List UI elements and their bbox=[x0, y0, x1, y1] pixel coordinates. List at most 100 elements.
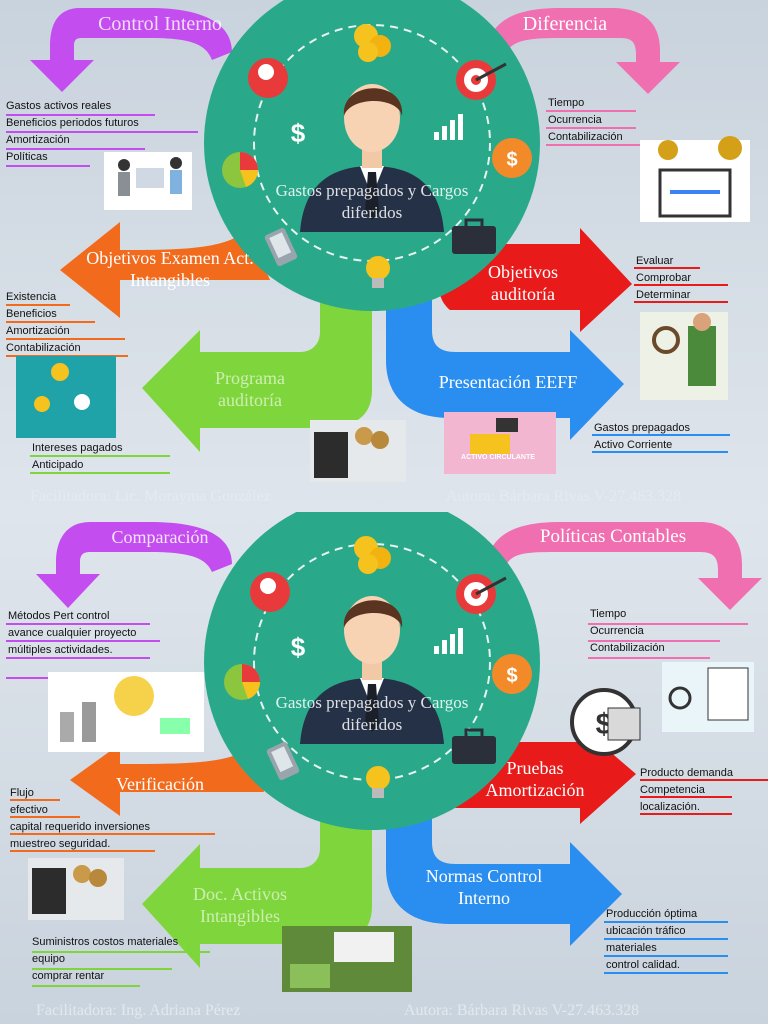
note-item: Tiempo bbox=[590, 608, 627, 620]
arrow-normas-control bbox=[386, 804, 622, 946]
arrow-presentacion-eeff bbox=[386, 292, 624, 440]
center-title: Gastos prepagados y Cargos diferidos bbox=[275, 693, 469, 735]
note-item: Amortización bbox=[6, 325, 70, 337]
note-item: Amortización bbox=[6, 134, 70, 146]
note-item: Gastos prepagados bbox=[594, 422, 691, 434]
dollar-bubble-icon: $ bbox=[492, 138, 532, 178]
top-diagram-graphics: $ $ bbox=[6, 0, 742, 482]
notes-control-interno: Gastos activos reales Beneficios periodo… bbox=[6, 98, 139, 166]
note-item: comprar rentar bbox=[32, 970, 105, 982]
note-item: avance cualquier proyecto bbox=[8, 627, 137, 639]
note-item: Ocurrencia bbox=[590, 625, 644, 637]
gear-head-icon bbox=[250, 572, 290, 612]
target-icon bbox=[456, 574, 507, 614]
dollar-icon: $ bbox=[291, 118, 306, 148]
construction-bulb-illustration bbox=[48, 672, 204, 752]
label-diferencia: Diferencia bbox=[522, 13, 608, 35]
phone-icon bbox=[266, 741, 300, 781]
lightbulb-icon bbox=[366, 766, 390, 798]
notes-verificacion: Flujo efectivo capital requerido inversi… bbox=[10, 785, 150, 853]
bottom-infographic: $ $ $ Gastos prepagados y Cargos diferid… bbox=[0, 512, 768, 1024]
calculator-coins-photo bbox=[310, 420, 406, 482]
note-item: Comprobar bbox=[636, 272, 692, 284]
calculator-coins-photo bbox=[28, 858, 124, 920]
checklist-magnifier-illustration bbox=[662, 662, 754, 732]
note-item: Políticas bbox=[6, 151, 48, 163]
teamwork-illustration bbox=[104, 152, 192, 210]
target-icon bbox=[456, 60, 507, 100]
note-underlines bbox=[6, 623, 768, 987]
coins-icon bbox=[354, 24, 391, 62]
note-item: Contabilización bbox=[548, 131, 623, 143]
note-item: materiales bbox=[606, 942, 657, 954]
bar-chart-icon bbox=[434, 628, 463, 654]
notes-objetivos-auditoria: Evaluar Comprobar Determinar bbox=[636, 253, 691, 304]
notes-doc-activos: Suministros costos materiales equipo com… bbox=[32, 934, 178, 985]
svg-text:$: $ bbox=[291, 632, 306, 662]
note-item: capital requerido inversiones bbox=[10, 821, 151, 833]
note-item: Suministros costos materiales bbox=[32, 936, 179, 948]
note-item: Producción óptima bbox=[606, 908, 698, 920]
notes-comparacion: Métodos Pert control avance cualquier pr… bbox=[8, 608, 136, 659]
note-item: Contabilización bbox=[590, 642, 665, 654]
briefcase-icon bbox=[452, 218, 496, 254]
bar-chart-icon bbox=[434, 114, 463, 140]
note-item: Gastos activos reales bbox=[6, 100, 112, 112]
lightbulb-icon bbox=[366, 256, 390, 288]
note-item: Existencia bbox=[6, 291, 57, 303]
phone-icon bbox=[264, 227, 298, 267]
businessman-icon bbox=[300, 596, 444, 744]
arrow-control-interno bbox=[30, 8, 232, 92]
activo-circulante-badge: ACTIVO CIRCULANTE bbox=[461, 454, 535, 461]
note-item: Beneficios periodos futuros bbox=[6, 117, 139, 129]
note-item: Contabilización bbox=[6, 342, 81, 354]
note-item: Activo Corriente bbox=[594, 439, 673, 451]
note-item: Competencia bbox=[640, 784, 705, 796]
notes-diferencia: Tiempo Ocurrencia Contabilización bbox=[548, 95, 623, 146]
notes-presentacion-eeff: Gastos prepagados Activo Corriente bbox=[594, 420, 690, 454]
footer-facilitadora: Facilitadora: Lic. Morayma González bbox=[30, 488, 271, 505]
note-item: Evaluar bbox=[636, 255, 674, 267]
label-doc-activos: Doc. Activos Intangibles bbox=[193, 884, 287, 926]
note-item: localización. bbox=[640, 801, 700, 813]
note-item: Beneficios bbox=[6, 308, 57, 320]
label-pruebas-amortizacion: Pruebas Amortización bbox=[485, 758, 585, 800]
arrow-objetivos-examen bbox=[60, 222, 272, 318]
stopwatch-calculator-illustration: $ bbox=[570, 688, 641, 756]
note-item: Producto demanda bbox=[640, 767, 733, 779]
svg-text:$: $ bbox=[506, 665, 517, 687]
dollar-bubble-icon: $ bbox=[492, 654, 532, 694]
note-item: Anticipado bbox=[32, 459, 84, 471]
footer-autora: Autora: Bárbara Rivas V-27.463.328 bbox=[404, 1002, 640, 1019]
footer-facilitadora: Facilitadora: Ing. Adriana Pérez bbox=[36, 1002, 241, 1019]
briefcase-icon bbox=[452, 728, 496, 764]
note-item: equipo bbox=[32, 953, 66, 965]
svg-text:$: $ bbox=[291, 118, 306, 148]
gear-head-icon bbox=[248, 58, 288, 98]
notes-politicas-contables: Tiempo Ocurrencia Contabilización bbox=[590, 606, 665, 657]
label-comparacion: Comparación bbox=[111, 527, 209, 547]
arrow-comparacion bbox=[36, 522, 232, 608]
coins-icon bbox=[354, 536, 391, 574]
documents-plants-photo bbox=[282, 926, 412, 992]
notes-normas-control: Producción óptima ubicación tráfico mate… bbox=[606, 906, 697, 974]
arrow-programa-auditoria bbox=[142, 290, 372, 452]
note-item: Intereses pagados bbox=[32, 442, 123, 454]
note-item: muestreo seguridad. bbox=[10, 838, 111, 850]
notes-objetivos-examen: Existencia Beneficios Amortización Conta… bbox=[6, 289, 81, 357]
label-politicas-contables: Políticas Contables bbox=[539, 526, 687, 547]
magnifier-man-illustration bbox=[640, 312, 728, 400]
label-normas-control: Normas Control Interno bbox=[425, 866, 543, 908]
arrow-politicas-contables bbox=[488, 522, 762, 610]
note-item: Ocurrencia bbox=[548, 114, 602, 126]
label-presentacion-eeff: Presentación EEFF bbox=[438, 372, 578, 392]
note-item: Flujo bbox=[10, 787, 34, 799]
note-item: efectivo bbox=[10, 804, 48, 816]
label-control-interno: Control Interno bbox=[98, 13, 222, 35]
center-title: Gastos prepagados y Cargos diferidos bbox=[275, 181, 469, 223]
businessman-icon bbox=[300, 84, 444, 232]
note-item: Tiempo bbox=[548, 97, 585, 109]
note-item: Determinar bbox=[636, 289, 691, 301]
audit-people-illustration bbox=[16, 356, 116, 438]
note-item: ubicación tráfico bbox=[606, 925, 686, 937]
